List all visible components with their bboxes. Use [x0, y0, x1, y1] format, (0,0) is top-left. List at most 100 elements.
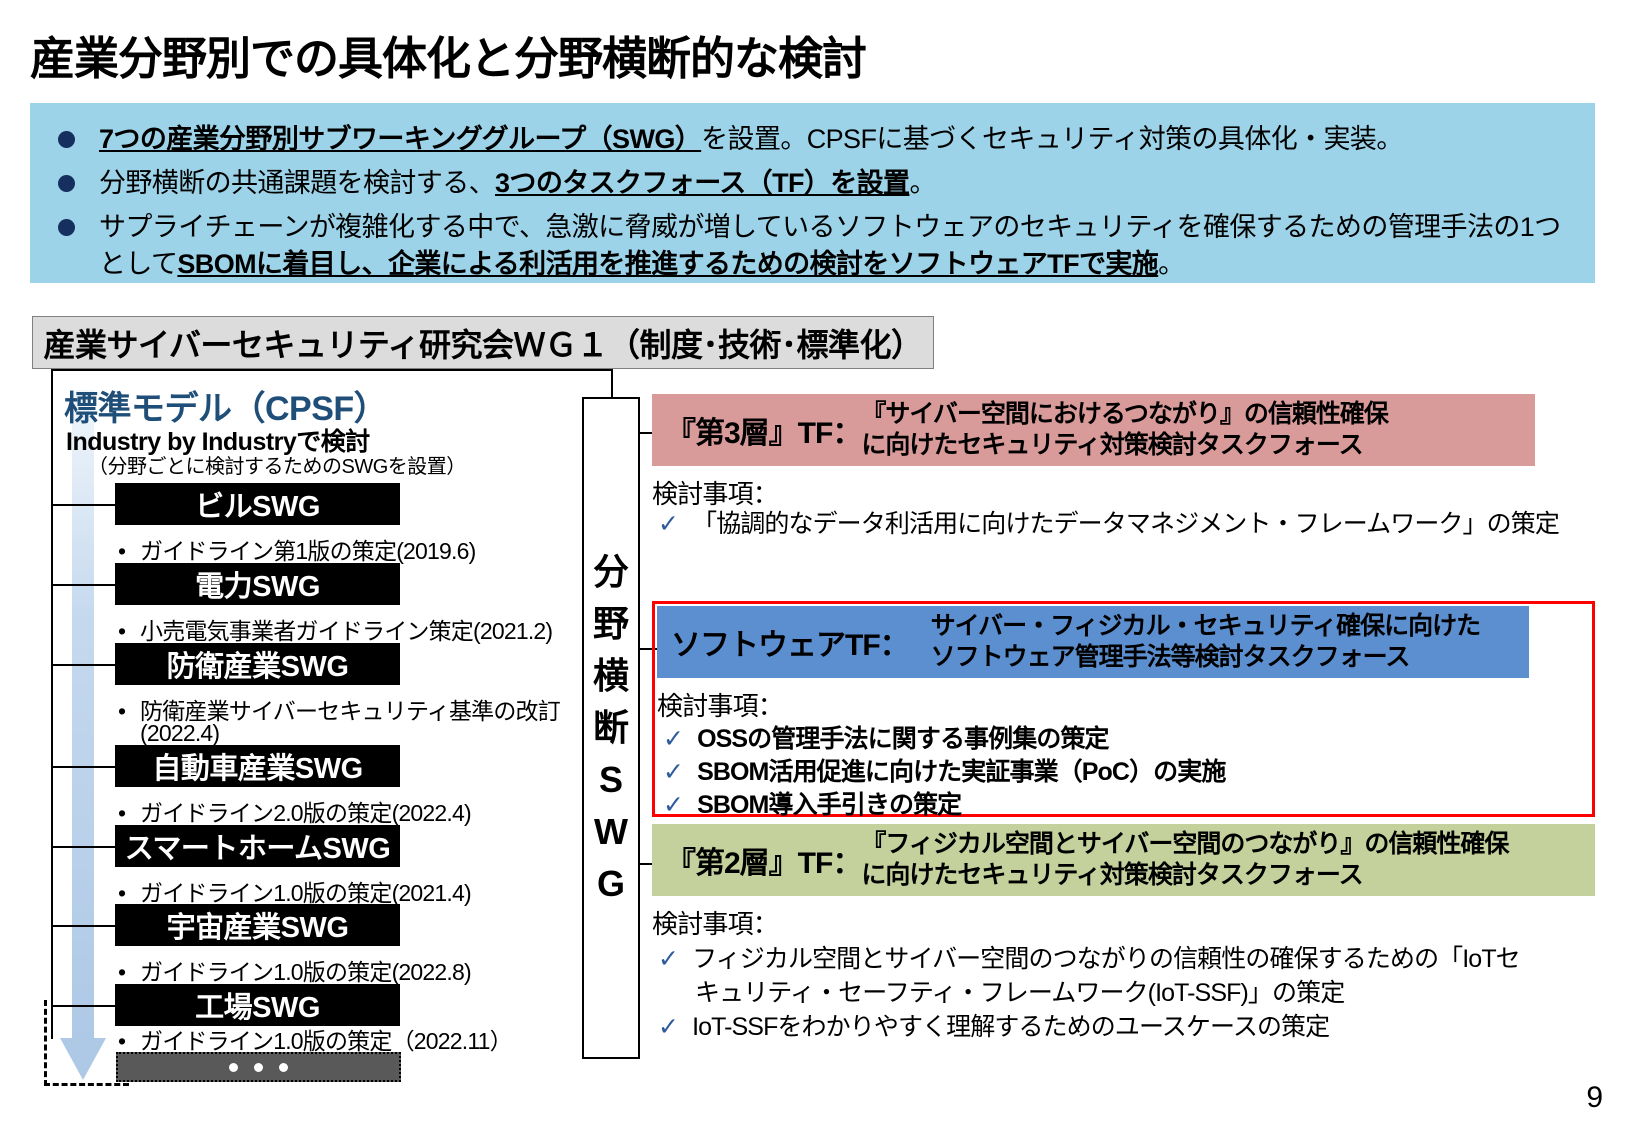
swg-note-text: ガイドライン1.0版の策定（2022.11） [140, 1028, 513, 1054]
dot-icon [279, 1062, 288, 1072]
bullet-dot-icon [58, 219, 75, 236]
banner-b2-p2: 3つのタスクフォース（TF）を設置 [495, 168, 910, 198]
tf-item-layer3-0: ✓ 「協調的なデータ利活用に向けたデータマネジメント・フレームワーク」の策定 [658, 507, 1588, 541]
tf-lead-software: ソフトウェアTF： [671, 629, 910, 662]
banner-bullet-3: サプライチェーンが複雑化する中で、急激に脅威が増しているソフトウェアのセキュリテ… [58, 209, 1568, 283]
cpsf-subtitle: Industry by Industryで検討 [66, 428, 370, 456]
tf-item-text: フィジカル空間とサイバー空間のつながりの信頼性の確保するための「IoTセ [692, 945, 1521, 973]
banner-b3-p1: サプライチェーンが複雑化する中で、急激に脅威が増しているソフトウェアのセキュリテ… [99, 212, 1561, 279]
cpsf-title: 標準モデル（CPSF） [64, 390, 388, 428]
tf-body-l1: 『フィジカル空間とサイバー空間のつながり』の信頼性確保 [861, 830, 1509, 858]
tf-body-l1: 『サイバー空間におけるつながり』の信頼性確保 [861, 400, 1389, 428]
swg-box-factory[interactable]: 工場SWG [115, 984, 400, 1026]
vcol-char-1: 野 [592, 603, 629, 644]
banner-bullet-1: 7つの産業分野別サブワーキンググループ（SWG）を設置。CPSFに基づくセキュリ… [58, 121, 1403, 158]
tf-body-layer2: 『フィジカル空間とサイバー空間のつながり』の信頼性確保 に向けたセキュリティ対策… [861, 829, 1509, 891]
center-trunk-line [611, 369, 613, 397]
swg-note-power: •小売電気事業者ガイドライン策定(2021.2) [118, 618, 553, 644]
tf-connector-layer2 [640, 863, 660, 865]
swg-note-automotive: •ガイドライン2.0版の策定(2022.4) [118, 800, 472, 826]
banner-b1-p2: を設置。CPSFに基づくセキュリティ対策の具体化・実装。 [701, 124, 1403, 154]
page-title: 産業分野別での具体化と分野横断的な検討 [30, 33, 867, 84]
cpsf-note: （分野ごとに検討するためのSWGを設置） [88, 456, 466, 478]
tf-item-text: IoT-SSFをわかりやすく理解するためのユースケースの策定 [692, 1013, 1330, 1041]
swg-note-factory: •ガイドライン1.0版の策定（2022.11） [118, 1028, 513, 1054]
banner-b3-p2: SBOMに着目し、企業による利活用を推進するための検討をソフトウェアTFで実施 [177, 249, 1159, 279]
tf-kentou-label-layer3: 検討事項： [652, 479, 779, 509]
tf-item-software-0: ✓ OSSの管理手法に関する事例集の策定 [663, 722, 1110, 756]
tf-kentou-label-software: 検討事項： [657, 691, 784, 721]
swg-note-text: ガイドライン1.0版の策定(2022.8) [140, 959, 472, 985]
swg-note-smarthome: •ガイドライン1.0版の策定(2021.4) [118, 880, 472, 906]
cross-sector-swg-column: 分 野 横 断 S W G [582, 397, 640, 1059]
vcol-char-4: S [598, 759, 623, 800]
tf-header-software: ソフトウェアTF： サイバー・フィジカル・セキュリティ確保に向けた ソフトウェア… [657, 606, 1529, 678]
swg-note-text: ガイドライン第1版の策定(2019.6) [140, 538, 476, 564]
banner-b2-p1: 分野横断の共通課題を検討する、 [99, 168, 496, 198]
tf-item-layer2-0-cont: キュリティ・セーフティ・フレームワーク(IoT-SSF)」の策定 [695, 976, 1345, 1010]
swg-box-power[interactable]: 電力SWG [115, 563, 400, 605]
banner-bullet-3-text: サプライチェーンが複雑化する中で、急激に脅威が増しているソフトウェアのセキュリテ… [99, 209, 1568, 283]
tf-body-l2: に向けたセキュリティ対策検討タスクフォース [861, 431, 1363, 459]
check-icon: ✓ [663, 791, 684, 819]
check-icon: ✓ [658, 945, 679, 973]
swg-box-smarthome[interactable]: スマートホームSWG [115, 825, 400, 867]
vcol-char-0: 分 [592, 551, 629, 592]
tf-item-layer2-1: ✓ IoT-SSFをわかりやすく理解するためのユースケースの策定 [658, 1010, 1330, 1044]
tf-body-software: サイバー・フィジカル・セキュリティ確保に向けた ソフトウェア管理手法等検討タスク… [930, 611, 1482, 673]
swg-connector [51, 766, 115, 768]
more-swg-bar[interactable] [116, 1052, 401, 1082]
check-icon: ✓ [658, 1013, 679, 1041]
tf-item-text: OSSの管理手法に関する事例集の策定 [697, 725, 1110, 753]
swg-connector [51, 584, 115, 586]
bullet-dot-icon [58, 175, 75, 192]
swg-connector [51, 1005, 115, 1007]
tf-item-layer2-0: ✓ フィジカル空間とサイバー空間のつながりの信頼性の確保するための「IoTセ [658, 942, 1521, 976]
tf-item-software-1: ✓ SBOM活用促進に向けた実証事業（PoC）の実施 [663, 755, 1226, 789]
dot-icon [229, 1062, 238, 1072]
tf-header-layer3: 『第3層』TF： 『サイバー空間におけるつながり』の信頼性確保 に向けたセキュリ… [652, 394, 1535, 466]
tf-body-l2: に向けたセキュリティ対策検討タスクフォース [861, 861, 1363, 889]
dashed-left-line [44, 1000, 49, 1086]
vcol-char-5: W [594, 811, 628, 852]
swg-connector [51, 925, 115, 927]
tf-body-l1: サイバー・フィジカル・セキュリティ確保に向けた [930, 612, 1482, 640]
tf-item-text: SBOM導入手引きの策定 [697, 791, 962, 819]
dashed-bottom-line [44, 1083, 129, 1088]
left-trunk-line [51, 369, 53, 1039]
vcol-char-2: 横 [592, 655, 629, 696]
tf-body-layer3: 『サイバー空間におけるつながり』の信頼性確保 に向けたセキュリティ対策検討タスク… [861, 399, 1389, 461]
progress-arrow-head-icon [60, 1038, 106, 1080]
banner-b2-p3: 。 [909, 168, 936, 198]
swg-note-text: 小売電気事業者ガイドライン策定(2021.2) [140, 618, 553, 644]
banner-bullet-1-text: 7つの産業分野別サブワーキンググループ（SWG）を設置。CPSFに基づくセキュリ… [99, 121, 1403, 158]
banner-bullet-2-text: 分野横断の共通課題を検討する、3つのタスクフォース（TF）を設置。 [99, 165, 936, 202]
tf-kentou-label-layer2: 検討事項： [652, 909, 779, 939]
swg-box-building[interactable]: ビルSWG [115, 483, 400, 525]
dot-icon [254, 1062, 263, 1072]
page-number: 9 [1586, 1081, 1603, 1114]
swg-box-space[interactable]: 宇宙産業SWG [115, 904, 400, 946]
swg-note-text: ガイドライン2.0版の策定(2022.4) [140, 800, 472, 826]
banner-b1-p1: 7つの産業分野別サブワーキンググループ（SWG） [99, 124, 702, 154]
swg-note-text: 防衛産業サイバーセキュリティ基準の改訂 [140, 698, 561, 724]
swg-connector [51, 504, 115, 506]
tf-lead-layer2: 『第2層』TF： [666, 847, 862, 880]
check-icon: ✓ [658, 510, 679, 538]
swg-note-defense: •防衛産業サイバーセキュリティ基準の改訂 [118, 698, 561, 724]
swg-note-text: ガイドライン1.0版の策定(2021.4) [140, 880, 472, 906]
vcol-char-6: G [596, 863, 625, 904]
wg1-header-bar: 産業サイバーセキュリティ研究会ＷＧ１（制度･技術･標準化） [32, 316, 934, 369]
tf-item-text: 「協調的なデータ利活用に向けたデータマネジメント・フレームワーク」の策定 [692, 510, 1560, 538]
swg-note-building: •ガイドライン第1版の策定(2019.6) [118, 538, 476, 564]
swg-box-automotive[interactable]: 自動車産業SWG [115, 745, 400, 787]
tf-item-text: キュリティ・セーフティ・フレームワーク(IoT-SSF)」の策定 [695, 979, 1345, 1007]
vcol-char-3: 断 [592, 707, 629, 748]
wg1-header-label: 産業サイバーセキュリティ研究会ＷＧ１（制度･技術･標準化） [43, 326, 923, 363]
summary-banner: 7つの産業分野別サブワーキンググループ（SWG）を設置。CPSFに基づくセキュリ… [30, 103, 1595, 283]
banner-b3-p3: 。 [1158, 249, 1185, 279]
swg-box-defense[interactable]: 防衛産業SWG [115, 643, 400, 685]
swg-connector [51, 846, 115, 848]
progress-arrow-shaft [72, 390, 94, 1040]
